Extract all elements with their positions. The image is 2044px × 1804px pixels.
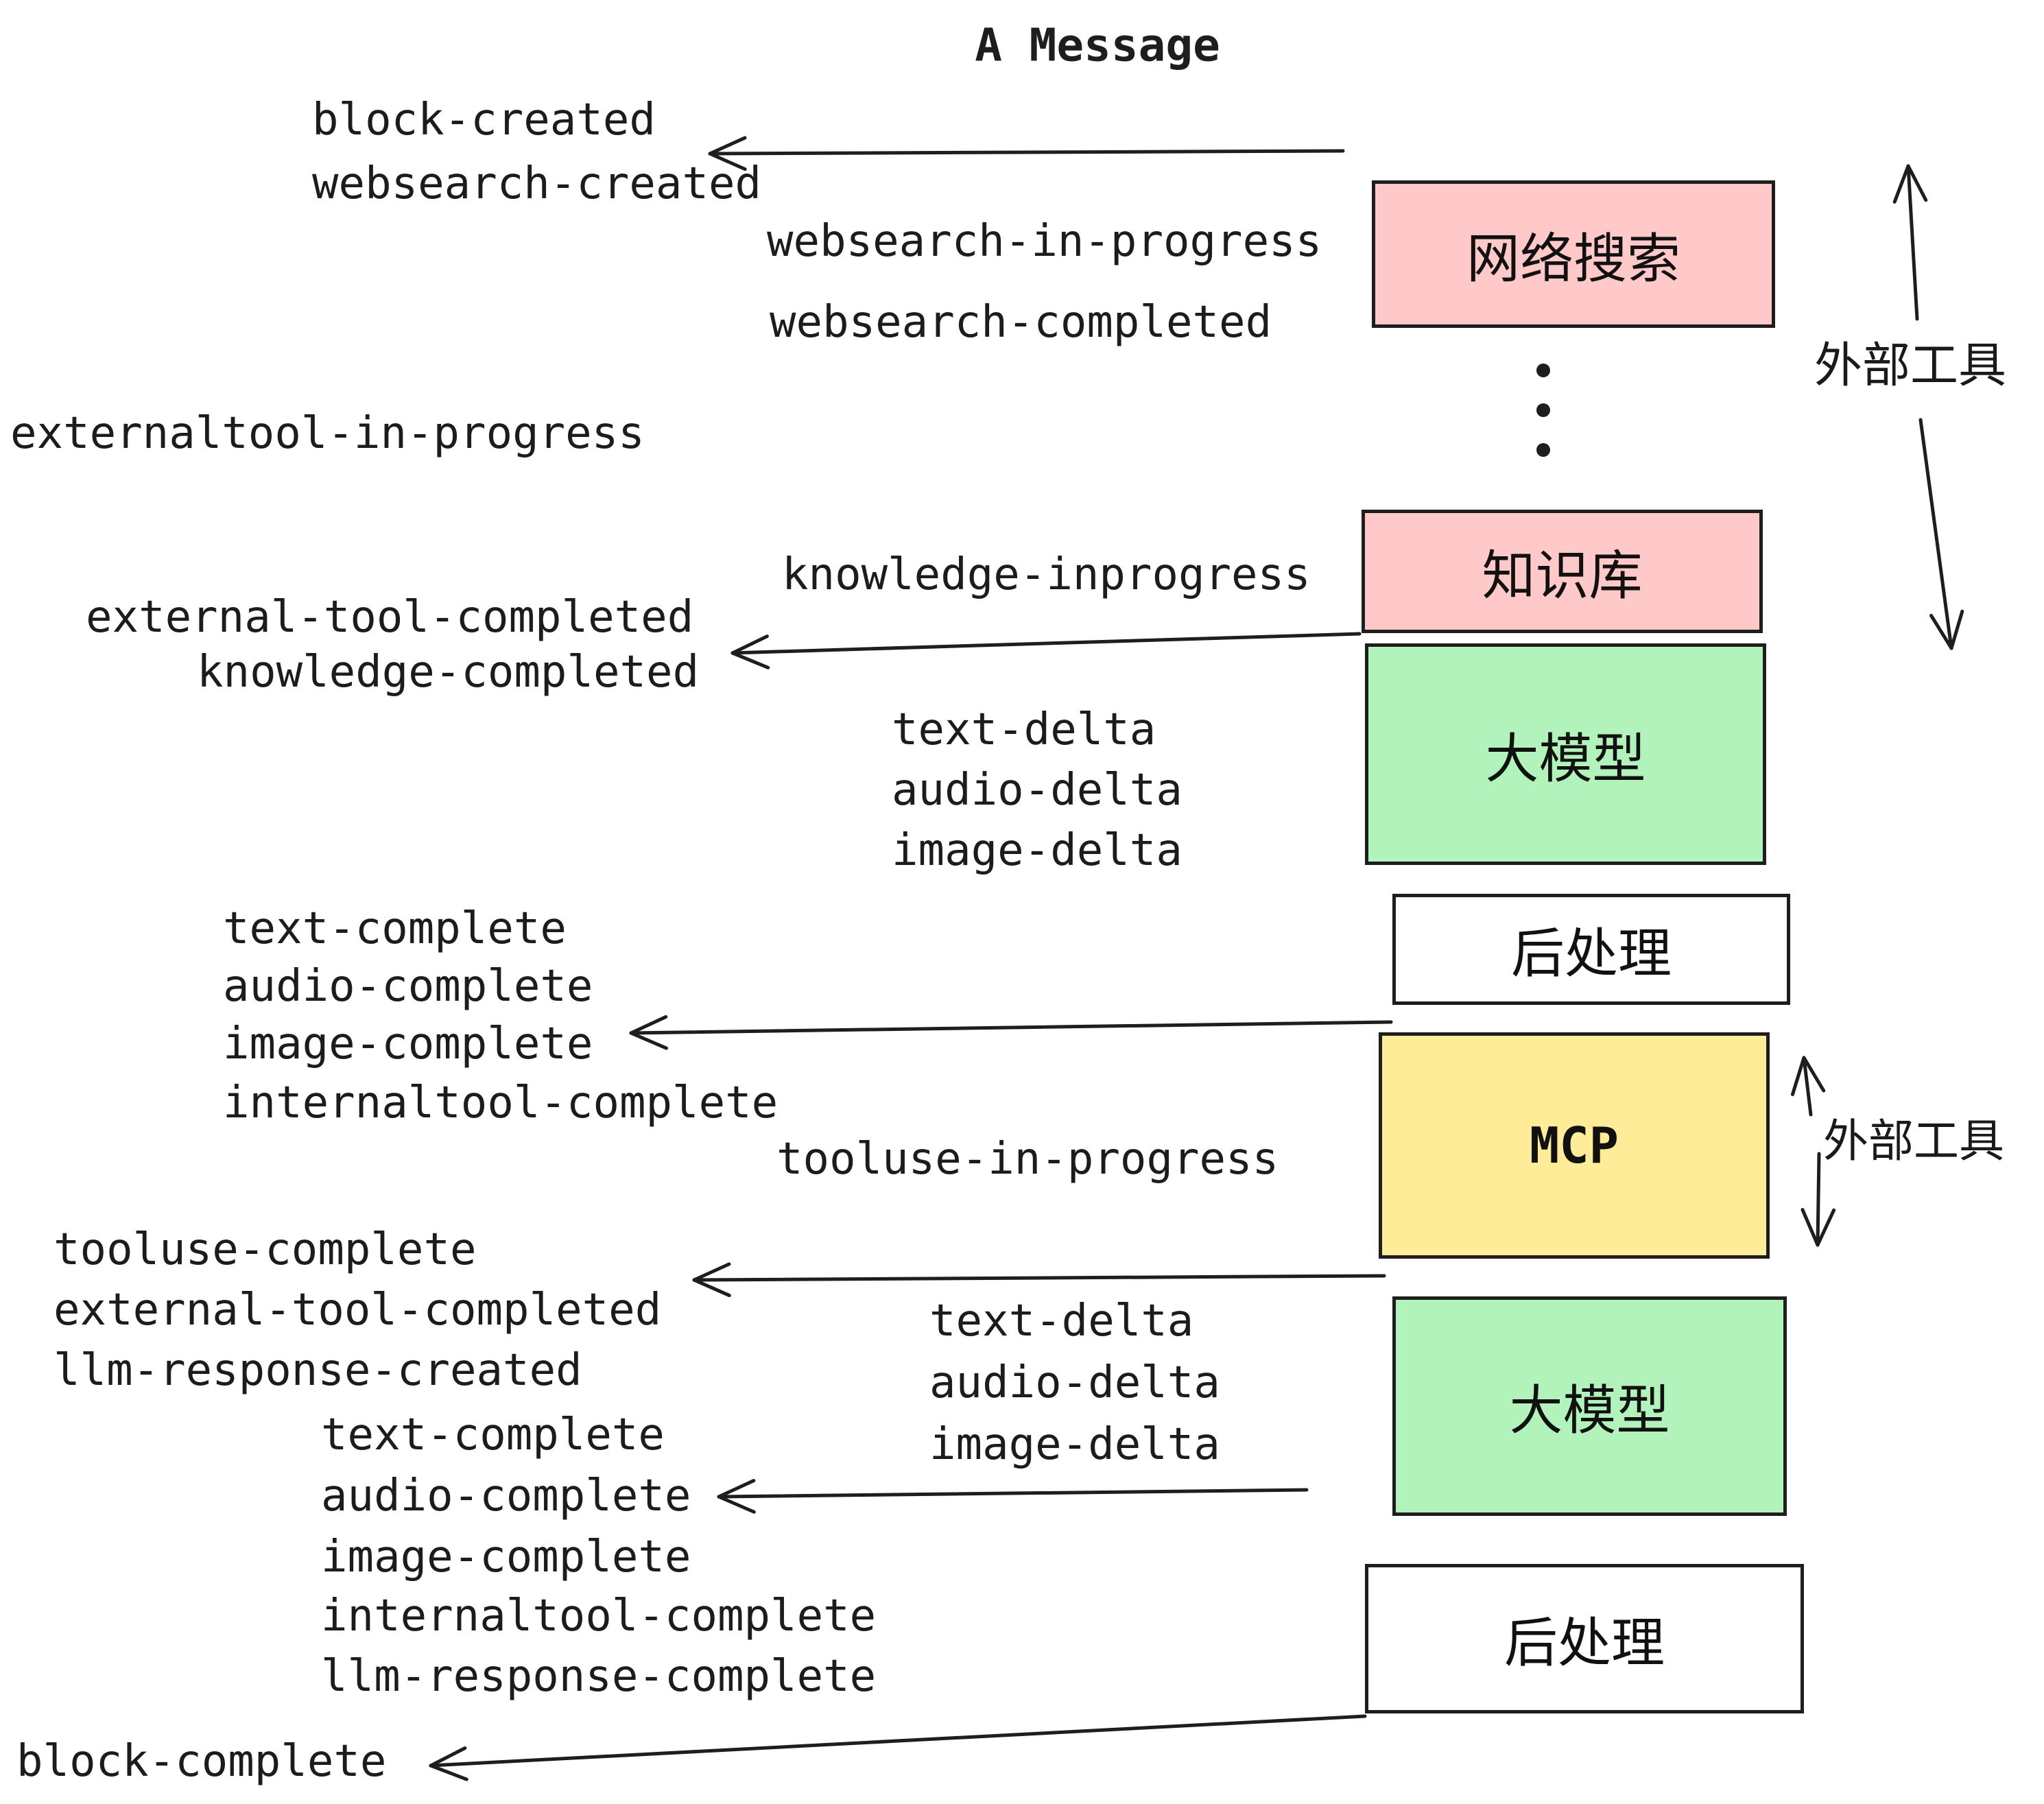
arrow-to-image-complete-head: [629, 1031, 668, 1050]
node-label-websearch: 网络搜索: [1466, 228, 1680, 289]
event-label-externaltool-in-progress-4: externaltool-in-progress: [10, 408, 645, 459]
event-label-external-tool-completed-17: external-tool-completed: [54, 1285, 662, 1336]
node-label-mcp: MCP: [1529, 1117, 1619, 1174]
arrow-to-tooluse-complete-shaft: [692, 1274, 1386, 1282]
external-tool-up-arrow-1-head: [1906, 164, 1928, 202]
arrow-to-block-created-head: [708, 152, 747, 171]
external-tool-down-arrow-1-head: [1929, 613, 1953, 650]
event-label-websearch-in-progress-2: websearch-in-progress: [767, 216, 1322, 267]
event-label-internaltool-complete-14: internaltool-complete: [223, 1078, 779, 1128]
event-label-knowledge-inprogress-5: knowledge-inprogress: [782, 549, 1311, 600]
arrow-to-knowledge-completed-shaft: [730, 632, 1362, 655]
external-tool-up-arrow-2-shaft: [1802, 1056, 1813, 1117]
event-label-knowledge-completed-7: knowledge-completed: [197, 647, 700, 698]
external-tool-down-arrow-2-head: [1816, 1208, 1836, 1247]
event-label-text-complete-22: text-complete: [321, 1410, 665, 1460]
arrow-to-block-complete-head: [429, 1764, 468, 1781]
event-label-audio-delta-9: audio-delta: [892, 765, 1183, 816]
external-tool-up-arrow-1-head: [1892, 164, 1910, 204]
node-box-llm-2: 大模型: [1392, 1296, 1787, 1516]
event-label-internaltool-complete-25: internaltool-complete: [321, 1591, 877, 1641]
arrow-to-audio-complete-head: [717, 1495, 756, 1514]
event-label-audio-complete-23: audio-complete: [321, 1471, 691, 1521]
node-box-websearch: 网络搜索: [1372, 180, 1775, 328]
arrow-to-block-created-shaft: [708, 149, 1345, 156]
arrow-to-block-created-head: [708, 136, 747, 156]
node-box-llm-1: 大模型: [1365, 643, 1766, 865]
arrow-to-image-complete-shaft: [629, 1020, 1393, 1035]
event-label-llm-response-complete-26: llm-response-complete: [321, 1651, 877, 1702]
node-label-llm-2: 大模型: [1509, 1380, 1670, 1440]
node-box-postprocess-2: 后处理: [1365, 1564, 1804, 1713]
event-label-image-delta-21: image-delta: [929, 1419, 1220, 1470]
event-label-external-tool-completed-6: external-tool-completed: [86, 592, 694, 643]
arrow-to-block-complete-shaft: [429, 1714, 1367, 1768]
external-tool-down-arrow-1-shaft: [1918, 418, 1953, 650]
event-label-audio-complete-12: audio-complete: [223, 961, 593, 1012]
node-label-postprocess-2: 后处理: [1504, 1613, 1665, 1673]
arrow-to-audio-complete-shaft: [717, 1488, 1309, 1499]
external-tool-up-arrow-1-shaft: [1906, 164, 1919, 321]
external-tool-up-arrow-2-head: [1802, 1056, 1826, 1093]
node-label-knowledge-base: 知识库: [1482, 545, 1643, 606]
side-label-external-tools-2: 外部工具: [1823, 1115, 2004, 1166]
external-tool-down-arrow-2-shaft: [1816, 1152, 1821, 1247]
arrow-to-knowledge-completed-head: [730, 634, 769, 655]
external-tool-up-arrow-2-head: [1790, 1056, 1806, 1096]
arrow-to-tooluse-complete-head: [692, 1278, 731, 1298]
event-label-text-delta-8: text-delta: [892, 704, 1156, 755]
node-box-knowledge-base: 知识库: [1362, 510, 1763, 633]
event-label-tooluse-in-progress-15: tooluse-in-progress: [776, 1134, 1279, 1185]
event-label-tooluse-complete-16: tooluse-complete: [54, 1224, 477, 1275]
node-label-postprocess-1: 后处理: [1510, 923, 1672, 984]
event-label-websearch-created-1: websearch-created: [312, 158, 762, 209]
event-label-websearch-completed-3: websearch-completed: [770, 297, 1272, 348]
event-label-text-delta-19: text-delta: [929, 1296, 1194, 1346]
event-label-block-complete-27: block-complete: [16, 1736, 387, 1787]
event-label-image-delta-10: image-delta: [892, 825, 1183, 876]
arrow-to-image-complete-head: [629, 1014, 668, 1035]
event-label-audio-delta-20: audio-delta: [929, 1357, 1220, 1408]
node-box-postprocess-1: 后处理: [1392, 894, 1790, 1005]
diagram-title: A Message: [975, 19, 1220, 72]
external-tool-down-arrow-2-head: [1801, 1208, 1820, 1247]
event-label-image-complete-13: image-complete: [223, 1019, 593, 1069]
ellipsis-dot-2: [1536, 403, 1550, 417]
event-label-block-created-0: block-created: [312, 95, 656, 145]
arrow-to-block-complete-head: [429, 1746, 467, 1768]
event-label-llm-response-created-18: llm-response-created: [54, 1345, 582, 1396]
side-label-external-tools-1: 外部工具: [1814, 338, 2006, 392]
external-tool-down-arrow-1-head: [1949, 609, 1964, 650]
event-label-image-complete-24: image-complete: [321, 1532, 691, 1582]
event-label-text-complete-11: text-complete: [223, 903, 567, 954]
node-box-mcp: MCP: [1379, 1032, 1770, 1259]
arrow-to-tooluse-complete-head: [692, 1262, 731, 1282]
ellipsis-dot-3: [1536, 443, 1550, 457]
arrow-to-knowledge-completed-head: [730, 651, 770, 669]
arrow-to-audio-complete-head: [717, 1479, 756, 1499]
node-label-llm-1: 大模型: [1485, 728, 1646, 789]
ellipsis-dot-1: [1536, 364, 1550, 377]
